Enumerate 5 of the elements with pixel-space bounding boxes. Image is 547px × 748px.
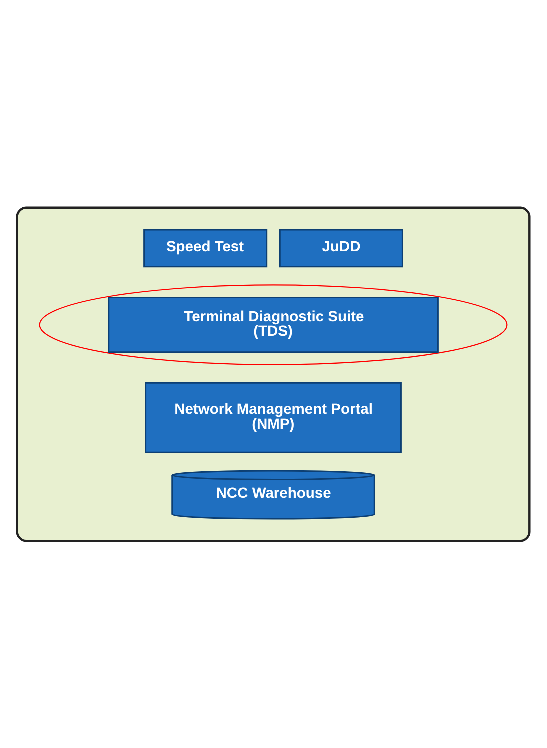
node-ellipse: Terminal Diagnostic Suite (TDS) [39,284,508,365]
node-box: JuDD [279,228,404,268]
cluster [16,206,531,542]
node-box: Speed Test [144,228,268,268]
node-box: Network Management Portal (NMP) [145,382,402,453]
